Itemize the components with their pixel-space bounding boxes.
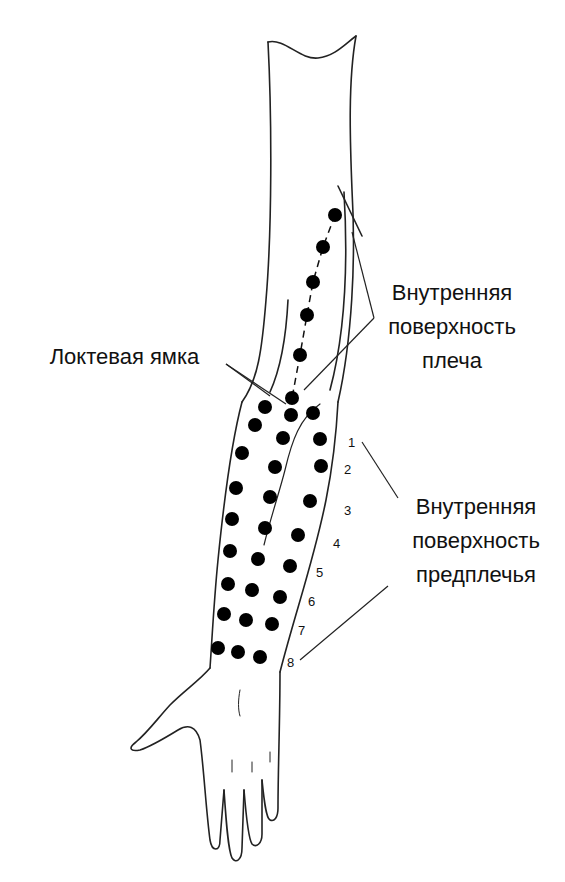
region-label: Локтевая ямка bbox=[22, 340, 227, 374]
callout-number: 6 bbox=[308, 594, 315, 609]
callout-number: 7 bbox=[298, 623, 305, 638]
region-label: Внутренняя поверхность плеча bbox=[362, 276, 542, 378]
callout-number: 2 bbox=[344, 462, 351, 477]
callout-number: 1 bbox=[348, 435, 355, 450]
callout-number: 8 bbox=[287, 655, 294, 670]
callout-number: 3 bbox=[344, 503, 351, 518]
region-label: Внутренняя поверхность предплечья bbox=[391, 490, 561, 592]
callout-number: 4 bbox=[333, 536, 340, 551]
callout-number: 5 bbox=[316, 565, 323, 580]
